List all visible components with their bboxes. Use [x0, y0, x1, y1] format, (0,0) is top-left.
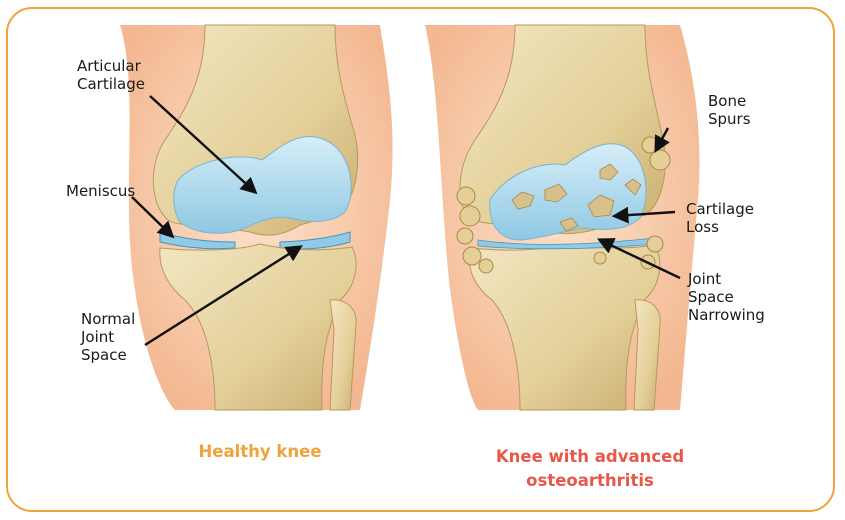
- label-articular-cartilage: Articular Cartilage: [77, 57, 145, 93]
- label-cartilage-loss: Cartilage Loss: [686, 200, 754, 236]
- caption-oa-knee: Knee with advanced osteoarthritis: [455, 445, 725, 493]
- label-meniscus: Meniscus: [66, 182, 135, 200]
- healthy-knee: [120, 25, 393, 410]
- label-bone-spurs: Bone Spurs: [708, 92, 751, 128]
- oa-knee: [425, 25, 699, 410]
- label-normal-joint-space: Normal Joint Space: [81, 310, 135, 364]
- label-joint-space-narrowing: Joint Space Narrowing: [688, 270, 765, 324]
- caption-healthy-knee: Healthy knee: [150, 440, 370, 464]
